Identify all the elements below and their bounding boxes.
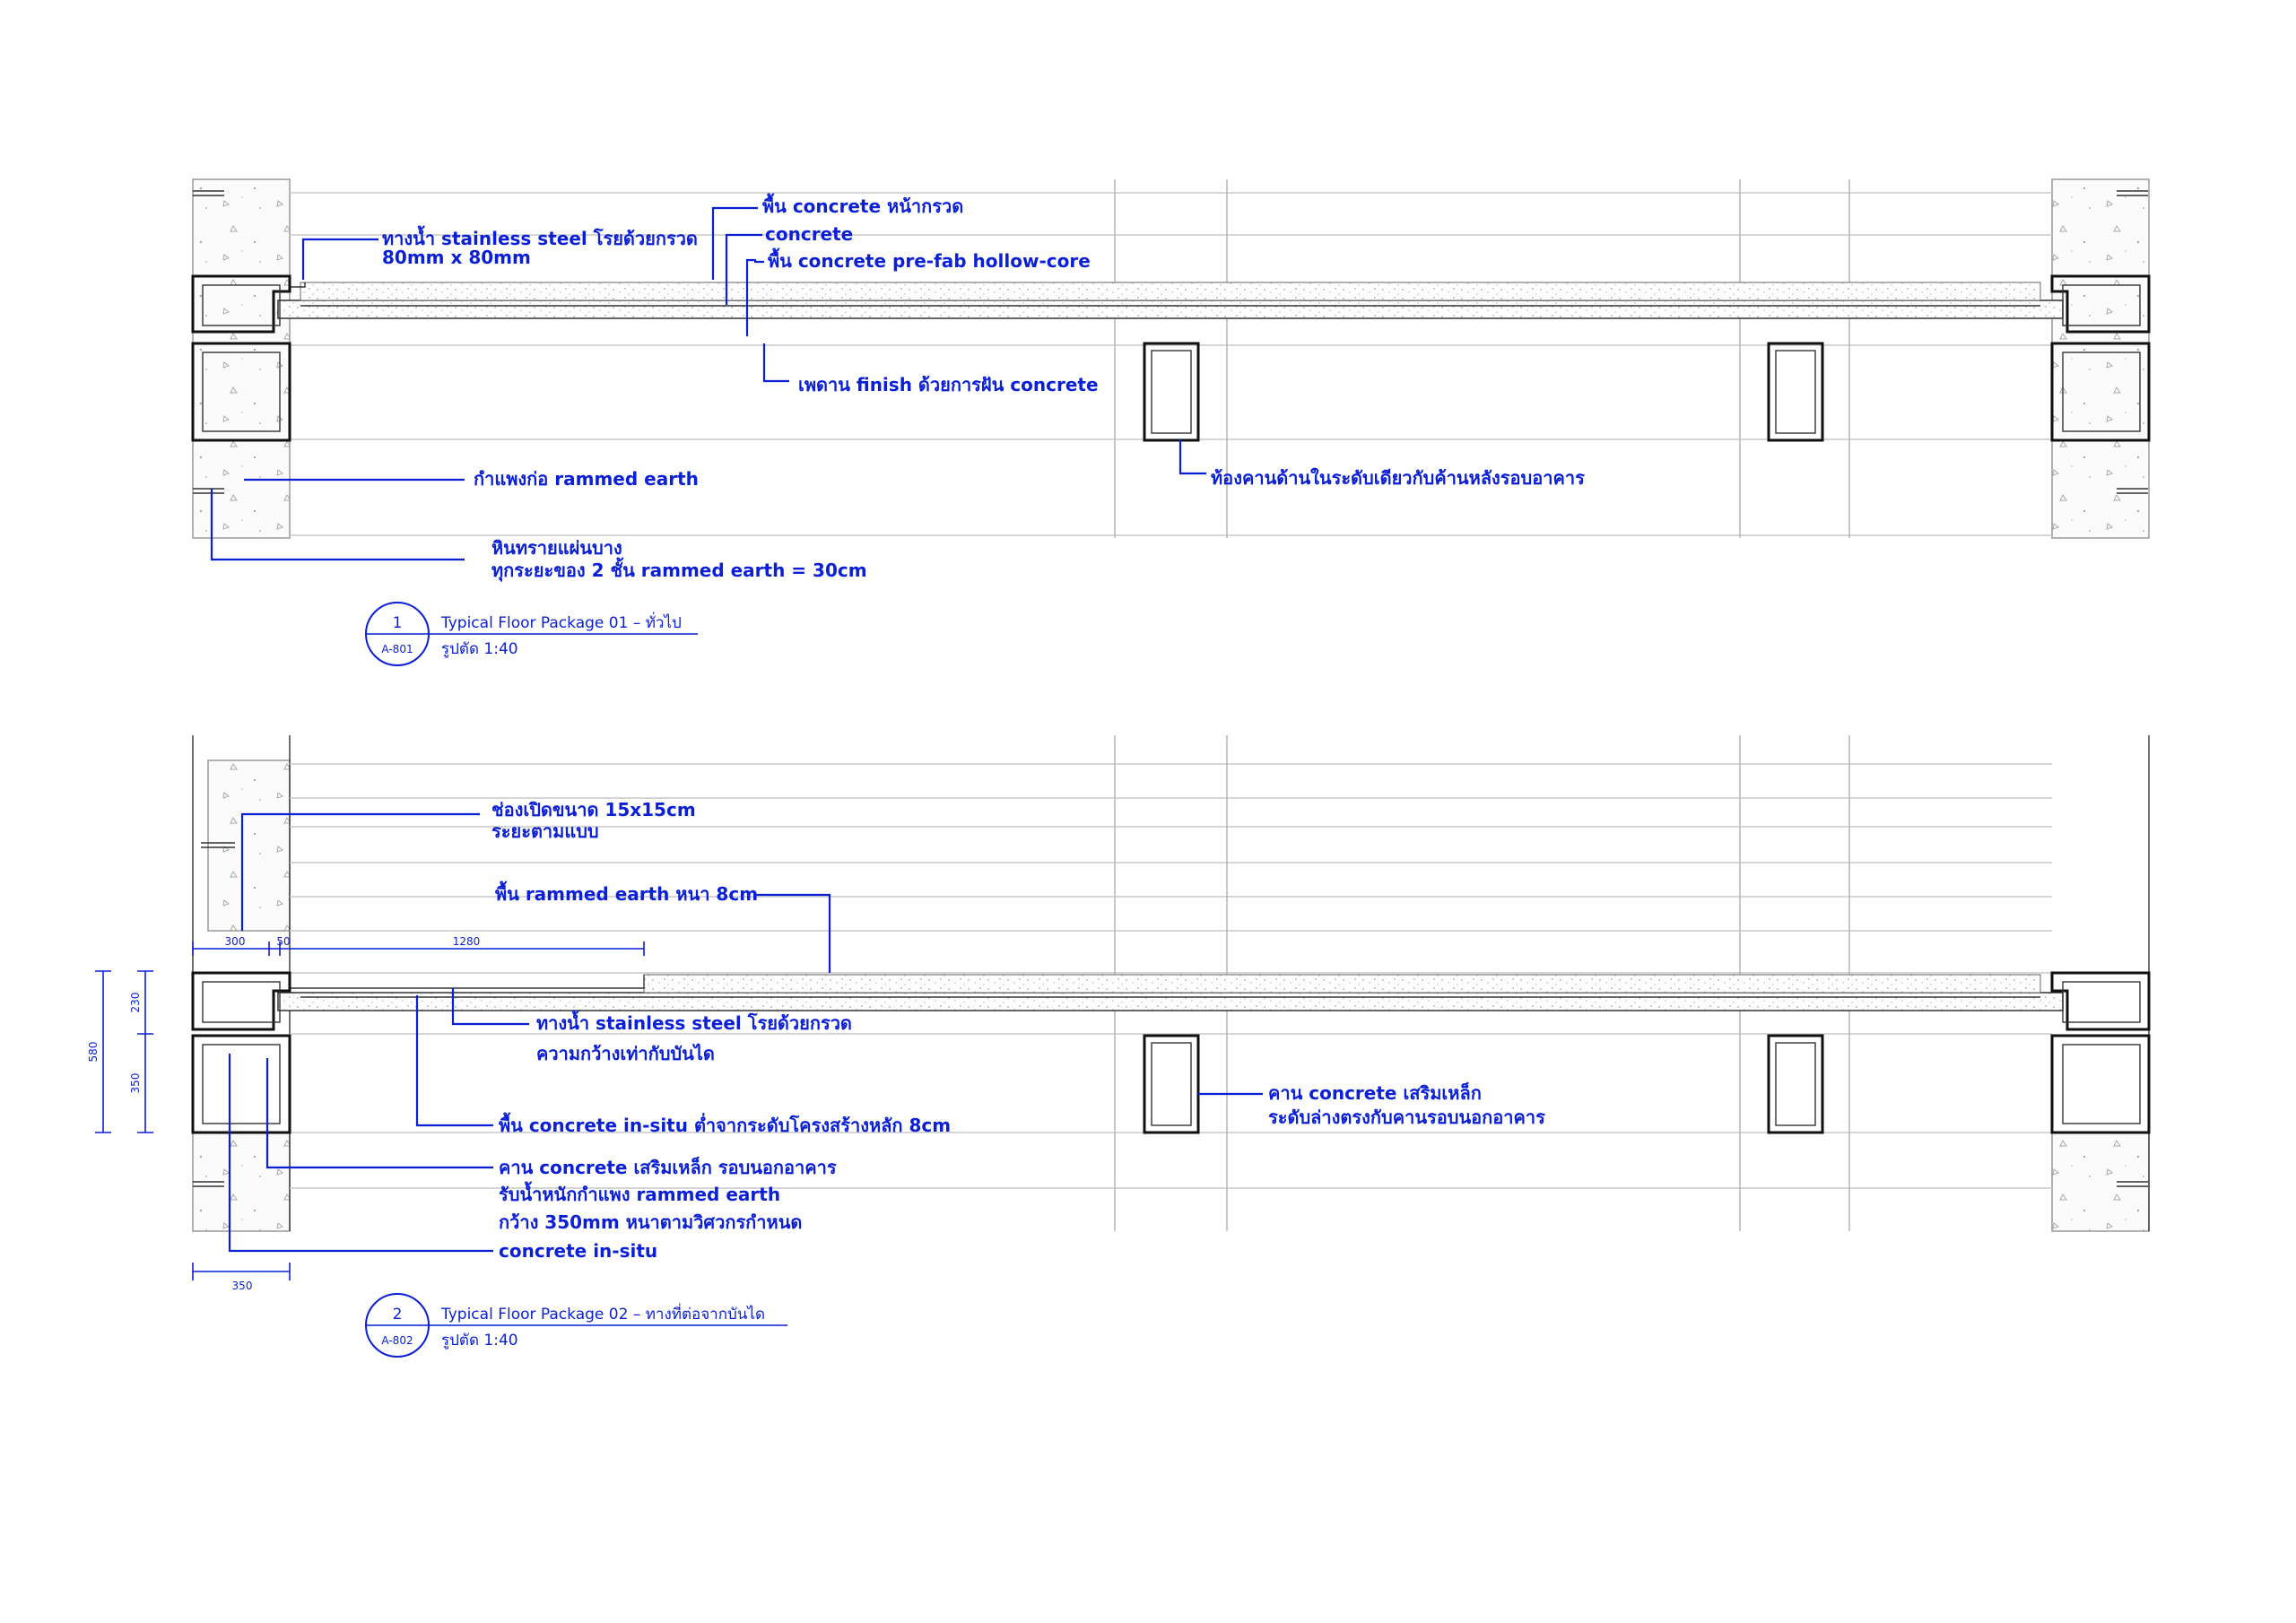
s2-inner-beam-line2: ระดับล่างตรงกับคานรอบนอกอาคาร [1268,1107,1545,1128]
left-lower-beam [191,342,291,442]
s2-right-edge-beam [2050,971,2151,1031]
s1-title: Typical Floor Package 01 – ทั่วไป [440,612,682,632]
s2-sheet: A-802 [381,1334,413,1347]
dim-350-bottom: 350 [232,1280,253,1292]
s2-perimeter-beam-line1: คาน concrete เสริมเหล็ก รอบนอกอาคาร [499,1156,837,1178]
hollow-core-slab [277,299,2064,319]
s2-scale: รูปตัด 1:40 [441,1332,518,1350]
s2-drain-channel [289,975,645,993]
s2-drain-line1: ทางน้ำ stainless steel โรยด้วยกรวด [536,1010,852,1034]
dim-50: 50 [276,935,290,948]
dim-230: 230 [129,993,142,1013]
s1-drain-line2: 80mm x 80mm [382,247,531,268]
s2-number: 2 [393,1306,403,1324]
section-1: ทางน้ำ stainless steel โรยด้วยกรวด 80mm … [191,178,2151,666]
s2-perimeter-beam-line3: กว้าง 350mm หนาตามวิศวกรกำหนด [499,1211,802,1233]
topping-slab [300,282,2041,301]
s1-ceiling-label: เพดาน finish ด้วยการฝัน concrete [798,374,1099,395]
s2-left-edge-beam [191,971,291,1031]
s1-concrete-label: concrete [765,223,853,245]
s1-beam-soffit-label: ท้องคานด้านในระดับเดียวกับค้านหลังรอบอาค… [1211,467,1585,489]
inner-beam-1 [1143,342,1200,442]
dim-350-left: 350 [129,1073,142,1094]
s2-rammed-floor-label: พื้น rammed earth หนา 8cm [495,881,758,905]
s1-title-block: 1 A-801 Typical Floor Package 01 – ทั่วไ… [365,602,698,666]
s2-concrete-insitu-label: concrete in-situ [499,1240,657,1262]
s1-hollow-core-label: พื้น concrete pre-fab hollow-core [768,247,1091,272]
s1-sheet: A-801 [381,643,413,655]
s2-inner-beam-1 [1143,1034,1200,1134]
s1-floor-top-label: พื้น concrete หน้ากรวด [762,193,963,217]
dim-1280: 1280 [453,935,481,948]
dim-300: 300 [225,935,246,948]
inner-beam-2 [1767,342,1824,442]
right-lower-beam [2050,342,2151,442]
section-1-leaders [210,206,1206,561]
s2-opening-line1: ช่องเปิดขนาด 15x15cm [491,799,696,820]
section-2-grid [290,735,2052,1231]
s1-scale: รูปตัด 1:40 [441,640,518,658]
s2-title: Typical Floor Package 02 – ทางที่ต่อจากบ… [440,1303,765,1324]
s2-inner-beam-line1: คาน concrete เสริมเหล็ก [1268,1081,1482,1104]
s2-insitu-slab [277,992,2064,1011]
s2-left-lower-beam [191,1034,291,1134]
s2-inner-beam-2 [1767,1034,1824,1134]
section-1-grid [290,179,2052,538]
s2-title-block: 2 A-802 Typical Floor Package 02 – ทางที… [365,1293,787,1358]
s2-right-lower-beam [2050,1034,2151,1134]
left-wall [192,178,291,539]
s1-gravel-line1: หินทรายแผ่นบาง [491,537,622,559]
section-2: 300 50 1280 580 230 350 350 [87,735,2151,1358]
s2-insitu-floor-label: พื้น concrete in-situ ต่ำจากระดับโครงสร้… [499,1112,951,1136]
s2-rammed-floor [643,974,2041,994]
s2-drain-line2: ความกว้างเท่ากับบันได [536,1043,715,1064]
s2-perimeter-beam-line2: รับน้ำหนักกำแพง rammed earth [499,1181,780,1205]
s1-drain-line1: ทางน้ำ stainless steel โรยด้วยกรวด [382,225,698,249]
section-2-leaders [228,812,1263,1253]
right-edge-beam [2050,274,2151,334]
dim-580: 580 [87,1042,100,1063]
right-wall [2051,178,2150,539]
s2-dimensions: 300 50 1280 580 230 350 350 [87,935,645,1292]
left-edge-beam [191,274,291,334]
s2-upper-left-wall [207,759,291,932]
s1-gravel-line2: ทุกระยะของ 2 ชั้น rammed earth = 30cm [491,557,867,582]
s1-wall-label: กำแพงก่อ rammed earth [474,468,699,490]
s1-number: 1 [393,614,403,632]
s2-opening-line2: ระยะตามแบบ [491,820,599,842]
